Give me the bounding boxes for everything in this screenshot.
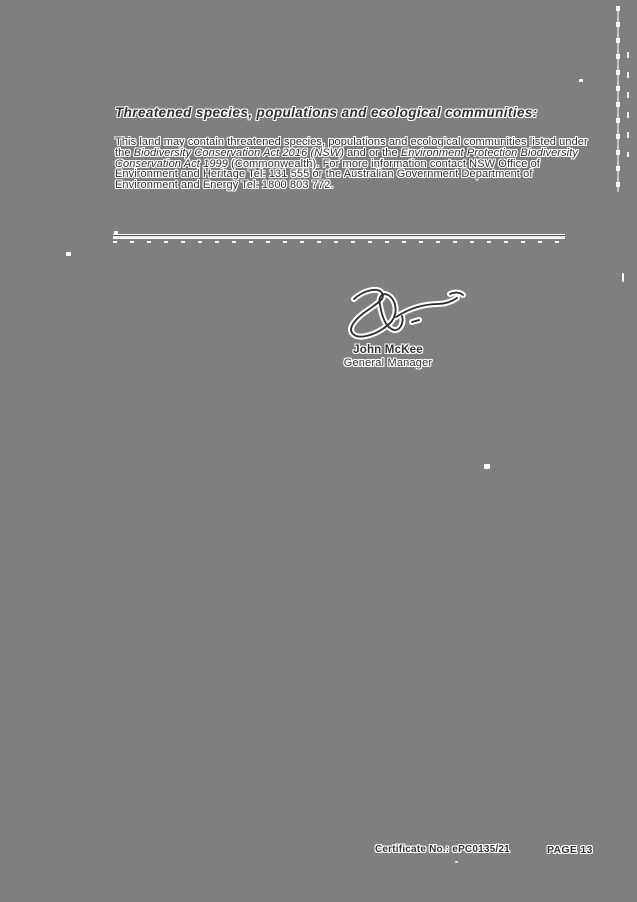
body-line: Environment and Energy Tel: 1800 803 772… (115, 180, 595, 191)
signatory-block: John McKee General Manager (328, 344, 448, 369)
scan-artifact-vertical-dashes-2 (627, 52, 629, 157)
body-line: Conservation Act 1999 (Commonwealth). Fo… (115, 157, 595, 170)
certificate-number: Certificate No.: ePC0135/21 (375, 844, 510, 855)
signature-scrawl (348, 286, 466, 340)
body-line: Environment and Heritage Tel: 131 555 or… (115, 169, 595, 180)
signatory-title: General Manager (343, 357, 433, 369)
scan-speck (114, 231, 118, 234)
scan-speck (579, 79, 583, 82)
body-text: Environment and Energy Tel: 1800 803 772… (115, 179, 334, 192)
body-text: Environment and Heritage Tel: 131 555 or… (115, 168, 533, 181)
act-title-italic: Biodiversity Conservation Act 2016 (NSW) (133, 146, 344, 159)
divider-line (113, 235, 565, 238)
divider-line-artifact (113, 241, 565, 243)
act-title-italic: Conservation Act 1999 (115, 157, 228, 170)
body-text: This land may contain threatened species… (115, 136, 588, 148)
scan-speck (484, 464, 490, 469)
body-line: This land may contain threatened species… (115, 137, 595, 148)
scan-speck (622, 273, 624, 282)
body-text: (Commonwealth). For more information con… (227, 157, 540, 170)
section-heading: Threatened species, populations and ecol… (115, 105, 538, 120)
scan-speck (66, 252, 71, 256)
page-number: PAGE 13 (547, 844, 593, 856)
body-paragraph: This land may contain threatened species… (115, 137, 595, 191)
scan-speck (455, 861, 458, 863)
signatory-name: John McKee (353, 344, 423, 356)
act-title-italic: Environment Protection Biodiversity (400, 146, 578, 159)
body-line: the Biodiversity Conservation Act 2016 (… (115, 146, 595, 159)
body-text: and or the (343, 146, 401, 159)
body-text: the (115, 146, 134, 159)
scan-artifact-vertical-dashes (616, 6, 620, 192)
